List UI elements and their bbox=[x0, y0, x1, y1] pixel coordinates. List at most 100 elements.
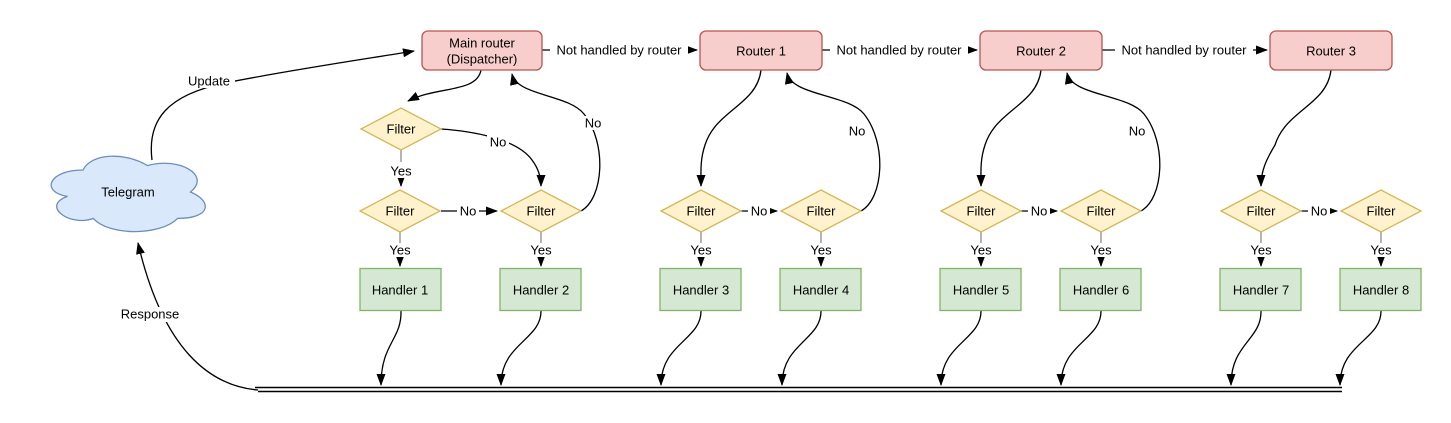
no-h4-label: No bbox=[1311, 204, 1328, 219]
dispatcher-to-filter-edge bbox=[407, 69, 482, 102]
filter-router2-2-label: Filter bbox=[1087, 204, 1117, 219]
no-r2-label: No bbox=[849, 124, 866, 139]
router-3-label: Router 3 bbox=[1306, 44, 1356, 59]
router-1-label: Router 1 bbox=[736, 44, 786, 59]
response-label-bg bbox=[117, 307, 183, 322]
filter-router2-2-node bbox=[1059, 189, 1143, 233]
handler-2-label: Handler 2 bbox=[513, 283, 569, 298]
filter-router3-2-node bbox=[1339, 189, 1423, 233]
telegram-label: Telegram bbox=[101, 185, 154, 200]
yes-8-label: Yes bbox=[1370, 243, 1392, 258]
handler8-to-bus-edge bbox=[1335, 309, 1382, 386]
yes-7-label: Yes bbox=[1250, 243, 1272, 258]
filter-router1-2-node bbox=[779, 189, 863, 233]
handler-5-label: Handler 5 bbox=[953, 283, 1009, 298]
filter-router2-1-node bbox=[939, 189, 1023, 233]
dispatcher-label-line2: (Dispatcher) bbox=[447, 52, 518, 67]
handler-3-label: Handler 3 bbox=[673, 283, 729, 298]
router-2-node bbox=[979, 30, 1103, 71]
filter-router3-2-label: Filter bbox=[1367, 204, 1397, 219]
handler-4-label: Handler 4 bbox=[793, 283, 849, 298]
handler6-to-bus-edge bbox=[1056, 309, 1102, 386]
not-handled-2-bg bbox=[830, 42, 968, 58]
handler-8-label: Handler 8 bbox=[1353, 283, 1409, 298]
handler4-to-bus-edge bbox=[777, 309, 822, 386]
yes-2-bg bbox=[528, 243, 554, 257]
yes-0-bg bbox=[388, 164, 414, 178]
no-r1-bg bbox=[582, 116, 604, 130]
not-handled-1-label: Not handled by router bbox=[556, 43, 682, 58]
yes-4-bg bbox=[808, 243, 834, 257]
response-edge bbox=[136, 242, 259, 391]
dispatcher-label-line1: Main router bbox=[449, 36, 515, 51]
no-h4-bg bbox=[1308, 204, 1330, 218]
filter-router3-1-node bbox=[1219, 189, 1303, 233]
update-label: Update bbox=[188, 74, 230, 89]
yes-6-label: Yes bbox=[1090, 243, 1112, 258]
no-r3-label: No bbox=[1129, 124, 1146, 139]
filter-router3-1-label: Filter bbox=[1247, 204, 1277, 219]
router2-return-no-edge bbox=[1064, 72, 1161, 212]
handler5-to-bus-edge bbox=[936, 309, 982, 386]
update-label-bg bbox=[183, 73, 235, 88]
handler3-to-bus-edge bbox=[656, 309, 702, 386]
no-h1-label: No bbox=[460, 204, 477, 219]
no-r2-bg bbox=[846, 124, 868, 138]
not-handled-2-label: Not handled by router bbox=[836, 43, 962, 58]
no-h3-label: No bbox=[1031, 204, 1048, 219]
yes-1-label: Yes bbox=[389, 243, 411, 258]
filter0-no-edge bbox=[440, 128, 546, 187]
handler-5-node bbox=[939, 267, 1022, 312]
handler-2-node bbox=[499, 267, 582, 312]
handler-1-node bbox=[359, 267, 442, 312]
handler-4-node bbox=[779, 267, 862, 312]
yes-5-label: Yes bbox=[970, 243, 992, 258]
filter-dispatcher-top-node bbox=[359, 107, 443, 151]
no-r1-label: No bbox=[585, 116, 602, 131]
handler-1-label: Handler 1 bbox=[372, 283, 428, 298]
yes-0-label: Yes bbox=[390, 164, 412, 179]
no-r3-bg bbox=[1126, 124, 1148, 138]
filter-router1-1-node bbox=[659, 189, 743, 233]
handler-7-node bbox=[1219, 267, 1302, 312]
no-h2-bg bbox=[748, 204, 770, 218]
router-1-node bbox=[699, 30, 823, 71]
not-handled-3-label: Not handled by router bbox=[1121, 43, 1247, 58]
no-c1-bg bbox=[487, 135, 509, 149]
telegram-cloud bbox=[50, 155, 206, 233]
handler-6-node bbox=[1059, 267, 1142, 312]
dispatcher-return-no-edge bbox=[510, 73, 601, 212]
not-handled-1-bg bbox=[550, 42, 688, 58]
not-handled-3-bg bbox=[1115, 42, 1253, 58]
response-label: Response bbox=[121, 307, 180, 322]
yes-3-label: Yes bbox=[690, 243, 712, 258]
yes-4-label: Yes bbox=[810, 243, 832, 258]
yes-6-bg bbox=[1088, 243, 1114, 257]
yes-7-bg bbox=[1248, 243, 1274, 257]
filter-dispatcher-top-label: Filter bbox=[387, 122, 417, 137]
handler-3-node bbox=[659, 267, 742, 312]
no-h1-bg bbox=[457, 204, 479, 218]
dispatcher-node bbox=[421, 30, 543, 71]
no-c1-label: No bbox=[490, 135, 507, 150]
handler-8-node bbox=[1339, 267, 1422, 312]
handler2-to-bus-edge bbox=[496, 309, 542, 386]
router1-return-no-edge bbox=[784, 72, 881, 212]
handler1-to-bus-edge bbox=[376, 309, 402, 386]
router-3-node bbox=[1269, 30, 1393, 71]
filter-dispatcher-2-node bbox=[499, 189, 583, 233]
no-h2-label: No bbox=[751, 204, 768, 219]
handler-6-label: Handler 6 bbox=[1073, 283, 1129, 298]
router-2-label: Router 2 bbox=[1016, 44, 1066, 59]
filter-dispatcher-1-node bbox=[358, 189, 442, 233]
router1-to-filter-edge bbox=[696, 69, 762, 187]
filter-router2-1-label: Filter bbox=[967, 204, 997, 219]
yes-5-bg bbox=[968, 243, 994, 257]
filter-dispatcher-2-label: Filter bbox=[527, 204, 557, 219]
handler-7-label: Handler 7 bbox=[1233, 283, 1289, 298]
yes-1-bg bbox=[387, 243, 413, 257]
handler7-to-bus-edge bbox=[1226, 309, 1262, 386]
yes-8-bg bbox=[1368, 243, 1394, 257]
yes-3-bg bbox=[688, 243, 714, 257]
